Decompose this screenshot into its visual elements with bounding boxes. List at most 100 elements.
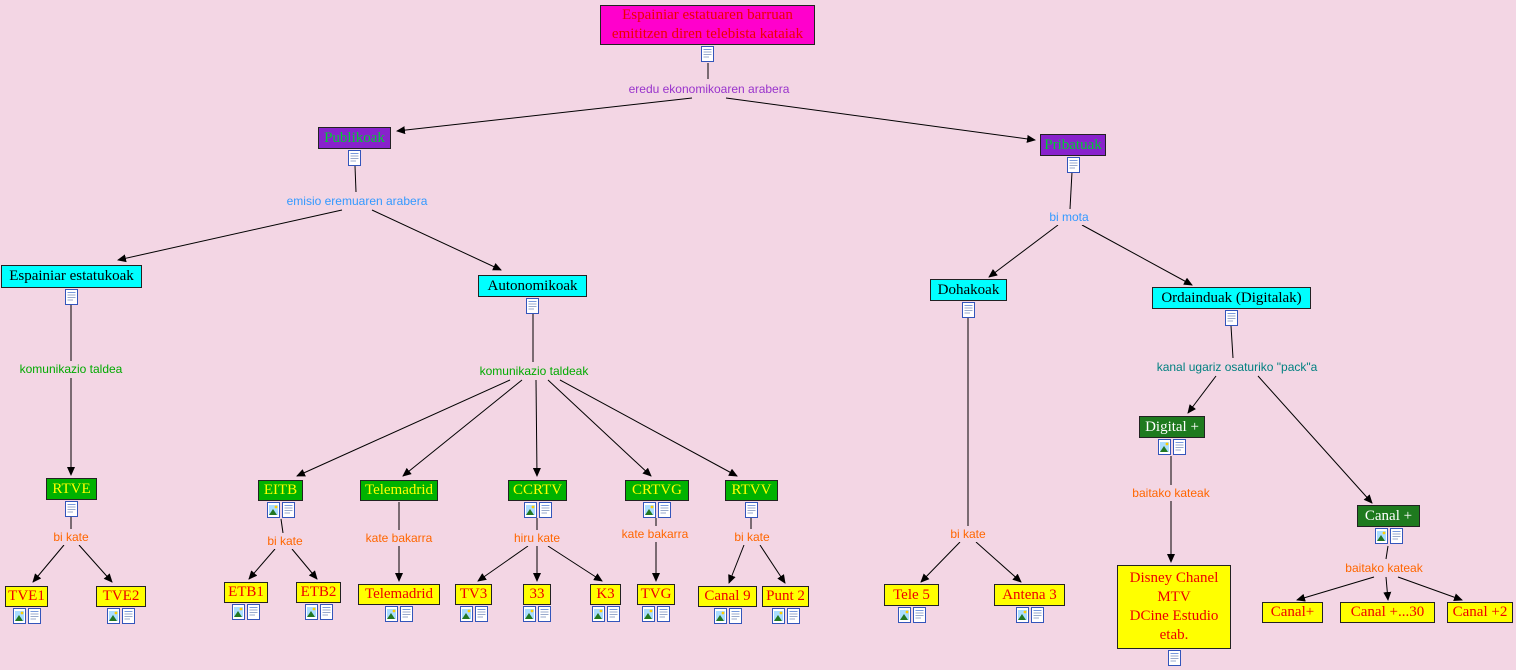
document-icon[interactable]: [1167, 650, 1181, 666]
link-label-bi-kate-rtvv[interactable]: bi kate: [731, 529, 773, 545]
document-icon[interactable]: [728, 608, 742, 624]
document-icon[interactable]: [701, 46, 714, 62]
image-icon[interactable]: [897, 607, 911, 623]
connector-line: [728, 544, 745, 584]
node-tele-5[interactable]: Tele 5: [884, 584, 939, 606]
document-icon[interactable]: [526, 298, 539, 314]
node-tvg[interactable]: TVG: [637, 584, 675, 605]
document-icon[interactable]: [65, 289, 78, 305]
document-icon[interactable]: [538, 606, 551, 622]
link-label-bi-kate-dohakoak[interactable]: bi kate: [947, 526, 989, 542]
node-etb2[interactable]: ETB2: [296, 582, 341, 603]
document-icon[interactable]: [281, 502, 295, 518]
node-crtvg[interactable]: CRTVG: [625, 480, 689, 501]
document-icon[interactable]: [65, 501, 78, 517]
image-icon[interactable]: [304, 604, 318, 620]
node-tv3[interactable]: TV3: [455, 584, 492, 605]
node-tve1[interactable]: TVE1: [5, 586, 48, 607]
image-icon[interactable]: [642, 606, 655, 622]
node-canal-plus-taldea[interactable]: Canal +: [1357, 505, 1420, 527]
node-telemadrid-katea[interactable]: Telemadrid: [358, 584, 440, 605]
node-ccrtv[interactable]: CCRTV: [508, 480, 567, 501]
node-kate-33[interactable]: 33: [523, 584, 551, 605]
link-label-baitako-kateak-digital[interactable]: baitako kateak: [1129, 485, 1213, 501]
node-text: Canal +: [1364, 507, 1413, 524]
link-label-kate-bakarra-telemadrid[interactable]: kate bakarra: [362, 530, 436, 546]
image-icon[interactable]: [1015, 607, 1029, 623]
document-icon[interactable]: [247, 604, 260, 620]
image-icon[interactable]: [643, 502, 656, 518]
node-tve2[interactable]: TVE2: [96, 586, 146, 607]
node-canal-9[interactable]: Canal 9: [698, 586, 757, 607]
node-pribatuak[interactable]: Pribatuak: [1040, 134, 1106, 156]
node-canal-plus-2[interactable]: Canal +2: [1447, 602, 1513, 623]
resource-icons-kate-33: [523, 606, 551, 622]
node-dohakoak[interactable]: Dohakoak: [930, 279, 1007, 301]
node-eitb[interactable]: EITB: [258, 480, 303, 501]
node-etb1[interactable]: ETB1: [224, 582, 268, 603]
node-canal-plus-katea[interactable]: Canal+: [1262, 602, 1323, 623]
node-publikoak[interactable]: Publikoak: [318, 127, 391, 149]
image-icon[interactable]: [523, 502, 537, 518]
document-icon[interactable]: [122, 608, 135, 624]
image-icon[interactable]: [591, 606, 605, 622]
document-icon[interactable]: [745, 502, 758, 518]
document-icon[interactable]: [1389, 528, 1403, 544]
connector-line: [1397, 576, 1463, 602]
link-label-kate-bakarra-crtvg[interactable]: kate bakarra: [618, 526, 692, 542]
document-icon[interactable]: [474, 606, 488, 622]
node-rtve[interactable]: RTVE: [46, 478, 97, 500]
document-icon[interactable]: [606, 606, 620, 622]
document-icon[interactable]: [658, 502, 671, 518]
document-icon[interactable]: [912, 607, 926, 623]
link-label-komunikazio-taldea[interactable]: komunikazio taldea: [16, 361, 126, 377]
link-label-eredu-ekonomikoaren-arabera[interactable]: eredu ekonomikoaren arabera: [625, 81, 793, 97]
document-icon[interactable]: [1225, 310, 1238, 326]
image-icon[interactable]: [713, 608, 727, 624]
document-icon[interactable]: [962, 302, 975, 318]
node-ordainduak[interactable]: Ordainduak (Digitalak): [1152, 287, 1311, 309]
node-autonomikoak[interactable]: Autonomikoak: [478, 275, 587, 297]
node-telemadrid-taldea[interactable]: Telemadrid: [360, 480, 438, 501]
document-icon[interactable]: [319, 604, 333, 620]
image-icon[interactable]: [1374, 528, 1388, 544]
node-digital-plus[interactable]: Digital +: [1139, 416, 1205, 438]
image-icon[interactable]: [523, 606, 536, 622]
document-icon[interactable]: [27, 608, 41, 624]
document-icon[interactable]: [538, 502, 552, 518]
link-label-baitako-kateak-canal[interactable]: baitako kateak: [1342, 560, 1426, 576]
link-label-bi-kate-eitb[interactable]: bi kate: [264, 533, 306, 549]
connector-line: [396, 97, 693, 135]
image-icon[interactable]: [12, 608, 26, 624]
image-icon[interactable]: [266, 502, 280, 518]
document-icon[interactable]: [1173, 439, 1186, 455]
link-label-kanal-ugariz-pack[interactable]: kanal ugariz osaturiko "pack"a: [1153, 359, 1321, 375]
image-icon[interactable]: [1158, 439, 1171, 455]
link-label-bi-mota[interactable]: bi mota: [1046, 209, 1092, 225]
image-icon[interactable]: [459, 606, 473, 622]
resource-icons-disney-mtv-dcine: [1167, 650, 1181, 666]
document-icon[interactable]: [657, 606, 670, 622]
node-antena-3[interactable]: Antena 3: [994, 584, 1065, 606]
document-icon[interactable]: [786, 608, 800, 624]
document-icon[interactable]: [348, 150, 361, 166]
image-icon[interactable]: [771, 608, 785, 624]
resource-icons-tv3: [459, 606, 488, 622]
node-rtvv[interactable]: RTVV: [725, 480, 778, 501]
document-icon[interactable]: [1030, 607, 1044, 623]
node-espainiar-estatukoak[interactable]: Espainiar estatukoak: [1, 265, 142, 288]
link-label-emisio-eremuaren-arabera[interactable]: emisio eremuaren arabera: [283, 193, 431, 209]
document-icon[interactable]: [1066, 157, 1080, 173]
node-canal-plus-30[interactable]: Canal +...30: [1340, 602, 1435, 623]
link-label-komunikazio-taldeak[interactable]: komunikazio taldeak: [476, 363, 592, 379]
document-icon[interactable]: [400, 606, 413, 622]
link-label-hiru-kate[interactable]: hiru kate: [510, 530, 564, 546]
image-icon[interactable]: [385, 606, 398, 622]
image-icon[interactable]: [107, 608, 120, 624]
node-punt-2[interactable]: Punt 2: [762, 586, 809, 607]
link-label-bi-kate-rtve[interactable]: bi kate: [50, 529, 92, 545]
image-icon[interactable]: [232, 604, 245, 620]
node-k3[interactable]: K3: [590, 584, 621, 605]
